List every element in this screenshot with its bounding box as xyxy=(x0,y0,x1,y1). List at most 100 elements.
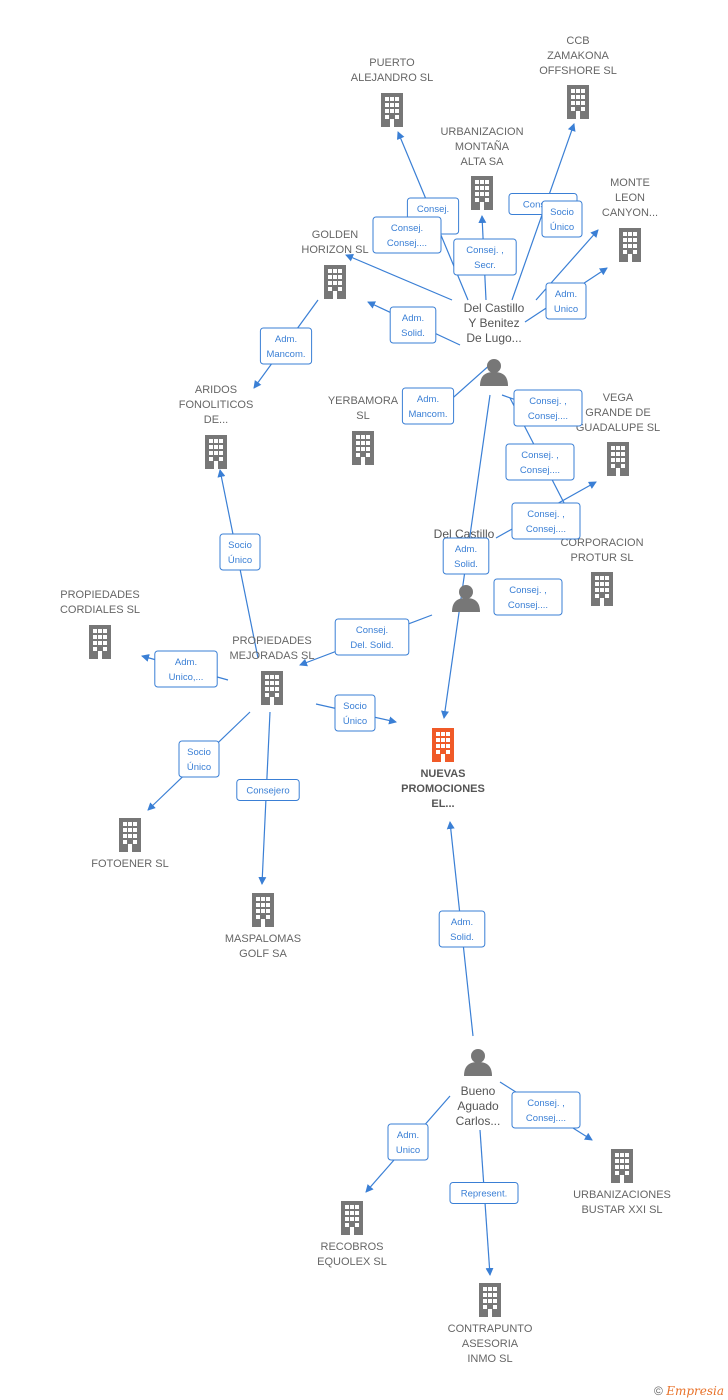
company-name: GUADALUPE SL xyxy=(576,422,660,434)
company-name: PROPIEDADES xyxy=(60,589,139,601)
node-monteleon[interactable]: MONTELEONCANYON... xyxy=(602,177,658,262)
relation-label-box xyxy=(387,1123,429,1161)
building-icon xyxy=(432,728,454,762)
relation-label[interactable]: Consejero xyxy=(236,779,300,801)
building-icon xyxy=(261,671,283,705)
relation-label-box xyxy=(334,618,410,656)
relation-label[interactable]: Consej. ,Consej.... xyxy=(505,443,575,481)
relation-label[interactable]: Consej.Del. Solid. xyxy=(334,618,410,656)
relation-label-text: Unico xyxy=(554,304,578,315)
relation-label[interactable]: Represent. xyxy=(449,1182,519,1204)
relation-label-text: Mancom. xyxy=(266,349,305,360)
relation-label-text: Socio xyxy=(187,747,211,758)
relation-label-text: Adm. xyxy=(417,394,439,405)
relation-label-box xyxy=(545,282,587,320)
node-bueno[interactable]: BuenoAguadoCarlos... xyxy=(456,1049,501,1128)
node-corporacion[interactable]: CORPORACION PROTUR SL xyxy=(560,537,644,606)
relation-label[interactable]: Adm.Solid. xyxy=(389,306,437,344)
relation-label-text: Mancom. xyxy=(408,409,447,420)
relation-label[interactable]: Adm.Solid. xyxy=(438,910,486,948)
relation-label-text: Socio xyxy=(343,701,367,712)
relation-label-text: Único xyxy=(187,762,211,773)
relation-label-text: Consejero xyxy=(246,786,289,797)
relation-label-text: Adm. xyxy=(455,544,477,555)
node-aridos[interactable]: ARIDOSFONOLITICOSDE... xyxy=(179,384,254,469)
relation-label-text: Consej.... xyxy=(528,411,568,422)
company-name: PUERTO xyxy=(369,57,415,69)
relation-label-box xyxy=(505,443,575,481)
relation-label-box xyxy=(511,502,581,540)
relation-label[interactable]: Consej. , Consej.... xyxy=(511,502,581,540)
relation-label-text: Solid. xyxy=(401,328,425,339)
relation-label-text: Único xyxy=(343,716,367,727)
relation-label[interactable]: Consej. ,Consej.... xyxy=(493,578,563,616)
person-name: Bueno xyxy=(461,1084,496,1098)
company-name: PROTUR SL xyxy=(571,552,634,564)
company-name: EL... xyxy=(431,798,454,810)
relation-label-text: Consej. xyxy=(417,204,449,215)
company-name: ASESORIA xyxy=(462,1338,519,1350)
relation-label[interactable]: Adm.Unico xyxy=(545,282,587,320)
relation-label-text: Consej.... xyxy=(526,1113,566,1124)
building-icon xyxy=(591,572,613,606)
person-name: De Lugo... xyxy=(466,331,521,345)
relation-label-text: Consej.... xyxy=(526,524,566,535)
relation-label-text: Consej. , xyxy=(527,509,565,520)
relation-label[interactable]: Consej. ,Consej.... xyxy=(513,389,583,427)
building-icon xyxy=(119,818,141,852)
relation-label-text: Único xyxy=(550,222,574,233)
company-name: CANYON... xyxy=(602,207,658,219)
company-name: GRANDE DE xyxy=(585,407,650,419)
company-name: CORPORACION xyxy=(560,537,643,549)
relation-label[interactable]: Adm. Mancom. xyxy=(259,327,313,365)
person-icon xyxy=(480,359,508,386)
company-name: FOTOENER SL xyxy=(91,858,168,870)
company-name: HORIZON SL xyxy=(301,244,368,256)
company-name: LEON xyxy=(615,192,645,204)
relation-label-text: Adm. xyxy=(175,657,197,668)
relation-label-text: Consej. , xyxy=(466,245,504,256)
relation-label-text: Adm. xyxy=(275,334,297,345)
company-name: OFFSHORE SL xyxy=(539,65,617,77)
building-icon xyxy=(479,1283,501,1317)
node-fotoener[interactable]: FOTOENER SL xyxy=(91,818,169,870)
company-name: RECOBROS xyxy=(321,1241,384,1253)
relation-label[interactable]: Adm.Solid. xyxy=(442,537,490,575)
relation-label[interactable]: Consej.Consej.... xyxy=(372,216,442,254)
relation-label-text: Consej. , xyxy=(527,1098,565,1109)
building-icon xyxy=(611,1149,633,1183)
person-name: Y Benitez xyxy=(468,316,519,330)
relation-label-box xyxy=(453,238,517,276)
company-name: DE... xyxy=(204,414,228,426)
building-icon xyxy=(324,265,346,299)
relation-label[interactable]: Adm. Unico,... xyxy=(154,650,218,688)
building-icon xyxy=(471,176,493,210)
node-nuevas[interactable]: NUEVASPROMOCIONESEL... xyxy=(401,728,485,810)
company-name: FONOLITICOS xyxy=(179,399,254,411)
relation-label[interactable]: Adm. Mancom. xyxy=(401,387,455,425)
relation-label[interactable]: Consej. , Consej.... xyxy=(511,1091,581,1129)
relation-label[interactable]: Consej. ,Secr. xyxy=(453,238,517,276)
footer-brand[interactable]: © Empresia xyxy=(654,1384,724,1398)
relation-label-box xyxy=(389,306,437,344)
relation-label-text: Unico,... xyxy=(169,672,204,683)
relation-label-text: Adm. xyxy=(397,1130,419,1141)
relation-label[interactable]: Adm.Unico xyxy=(387,1123,429,1161)
